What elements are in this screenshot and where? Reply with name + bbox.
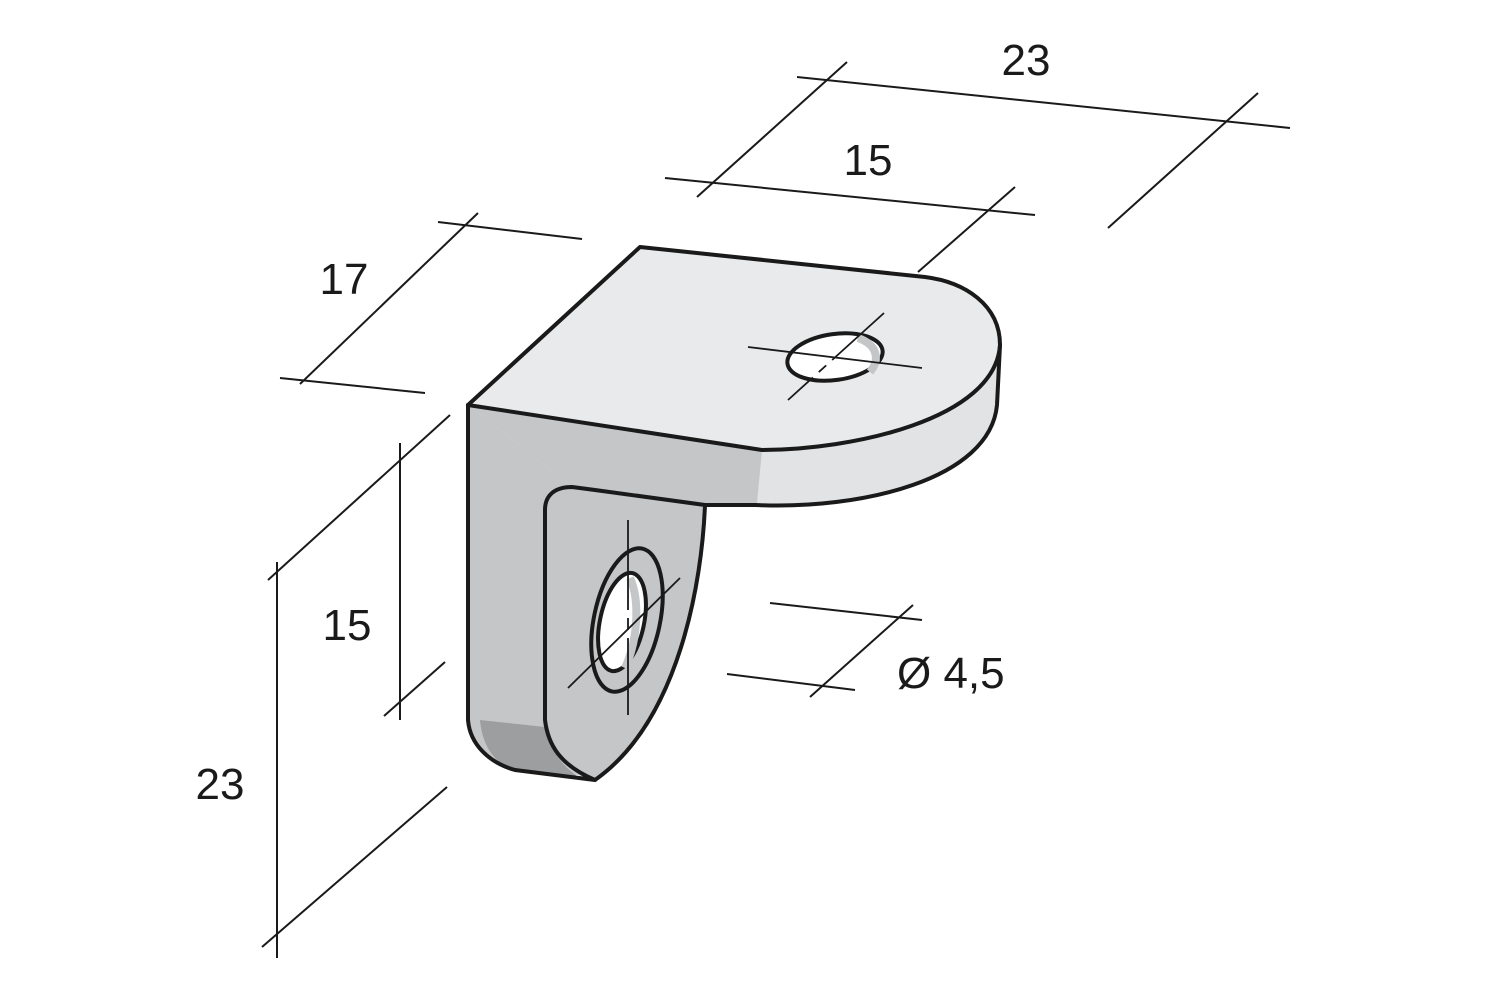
extension-line-left-23 (696, 61, 848, 198)
top-plate-rim-outline (703, 343, 1002, 508)
extension-line-right-23 (1107, 92, 1259, 229)
extension-line-top-diameter (769, 602, 923, 621)
dim-line-depth (299, 212, 479, 385)
side-hole-centerline-diagonal (567, 577, 681, 689)
label-overall-width: 23 (1002, 36, 1051, 85)
extension-line-top-17 (437, 221, 583, 240)
top-plate-rim-shade (468, 405, 762, 505)
top-hole-centerline-diagonal (787, 312, 885, 401)
bracket-part (466, 245, 1002, 782)
label-hole-diameter: Ø 4,5 (897, 649, 1005, 698)
top-hole-inner-shade (856, 334, 880, 375)
dim-line-diameter (809, 604, 914, 698)
dimension-labels: 23 15 17 15 23 Ø 4,5 (196, 36, 1051, 809)
top-plate-outline (466, 245, 1002, 452)
dim-line-overall-width (796, 76, 1291, 129)
label-hole-offset-top: 15 (844, 136, 893, 185)
extension-line-bottom-23 (261, 786, 448, 948)
leg-bottom-face (480, 720, 580, 778)
dimension-lines (261, 61, 1291, 958)
leg-outline (466, 403, 707, 782)
extension-line-right-15 (917, 186, 1016, 273)
top-plate-face (468, 247, 1000, 450)
dim-line-hole-offset-top (664, 177, 1036, 216)
extension-line-bottom-17 (279, 377, 426, 394)
extension-line-bottom-15 (383, 661, 446, 717)
extension-line-bottom-diameter (726, 673, 856, 691)
label-overall-height: 23 (196, 760, 245, 809)
label-hole-offset-side: 15 (323, 601, 372, 650)
label-depth: 17 (320, 255, 369, 304)
center-lines (567, 312, 923, 715)
extension-line-top-23 (267, 414, 451, 581)
